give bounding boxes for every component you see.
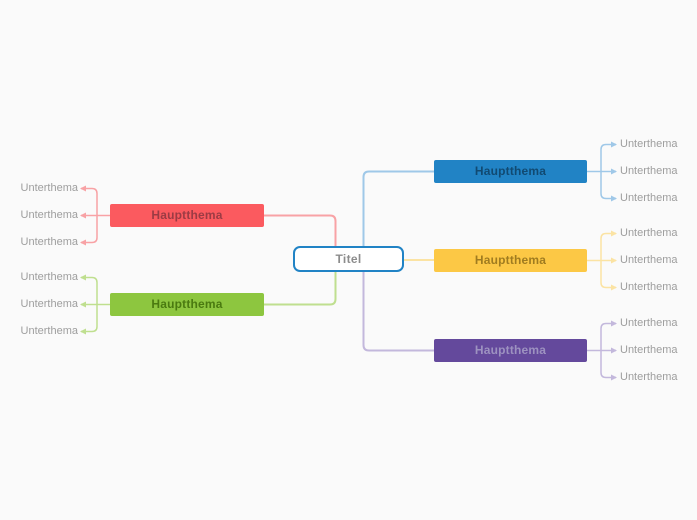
subtopic-label[interactable]: Unterthema xyxy=(620,165,678,177)
arrow-tip-icon xyxy=(611,141,617,148)
subtopic-connector xyxy=(81,215,98,244)
yellow-branch-connectors xyxy=(404,230,617,291)
arrow-tip-icon xyxy=(80,239,86,246)
subtopic-label[interactable]: Unterthema xyxy=(620,192,678,204)
main-topic-purple[interactable]: Hauptthema xyxy=(434,339,587,362)
purple-branch-connectors xyxy=(362,272,617,381)
red-branch-connectors xyxy=(80,185,337,246)
subtopic-connector xyxy=(600,260,616,289)
subtopic-label[interactable]: Unterthema xyxy=(20,236,78,248)
subtopic-connector xyxy=(81,187,98,216)
arrow-tip-icon xyxy=(80,301,86,308)
arrow-tip-icon xyxy=(611,230,617,237)
branch-connector xyxy=(264,272,337,306)
subtopic-label[interactable]: Unterthema xyxy=(20,298,78,310)
subtopic-label[interactable]: Unterthema xyxy=(620,344,678,356)
arrow-tip-icon xyxy=(611,195,617,202)
arrow-tip-icon xyxy=(611,347,617,354)
arrow-tip-icon xyxy=(80,274,86,281)
subtopic-label[interactable]: Unterthema xyxy=(620,138,678,150)
subtopic-connector xyxy=(600,350,616,379)
arrow-tip-icon xyxy=(80,185,86,192)
subtopic-connector xyxy=(81,304,98,333)
green-branch-connectors xyxy=(80,272,337,335)
main-topic-blue[interactable]: Hauptthema xyxy=(434,160,587,183)
subtopic-label[interactable]: Unterthema xyxy=(620,227,678,239)
arrow-tip-icon xyxy=(611,374,617,381)
root-topic[interactable]: Titel xyxy=(293,246,404,272)
arrow-tip-icon xyxy=(80,328,86,335)
subtopic-label[interactable]: Unterthema xyxy=(20,209,78,221)
branch-connector xyxy=(362,272,434,352)
arrow-tip-icon xyxy=(611,320,617,327)
subtopic-connector xyxy=(600,322,616,351)
subtopic-label[interactable]: Unterthema xyxy=(20,325,78,337)
main-topic-yellow[interactable]: Hauptthema xyxy=(434,249,587,272)
subtopic-label[interactable]: Unterthema xyxy=(20,271,78,283)
subtopic-label[interactable]: Unterthema xyxy=(620,317,678,329)
branch-connector xyxy=(264,214,337,246)
subtopic-label[interactable]: Unterthema xyxy=(20,182,78,194)
arrow-tip-icon xyxy=(611,168,617,175)
subtopic-label[interactable]: Unterthema xyxy=(620,254,678,266)
arrow-tip-icon xyxy=(80,212,86,219)
subtopic-connector xyxy=(600,143,616,172)
subtopic-label[interactable]: Unterthema xyxy=(620,281,678,293)
blue-branch-connectors xyxy=(362,141,617,246)
subtopic-connector xyxy=(600,171,616,200)
main-topic-green[interactable]: Hauptthema xyxy=(110,293,264,316)
arrow-tip-icon xyxy=(611,257,617,264)
arrow-tip-icon xyxy=(611,284,617,291)
branch-connector xyxy=(362,170,434,246)
subtopic-connector xyxy=(81,276,98,305)
subtopic-label[interactable]: Unterthema xyxy=(620,371,678,383)
main-topic-red[interactable]: Hauptthema xyxy=(110,204,264,227)
subtopic-connector xyxy=(600,232,616,261)
